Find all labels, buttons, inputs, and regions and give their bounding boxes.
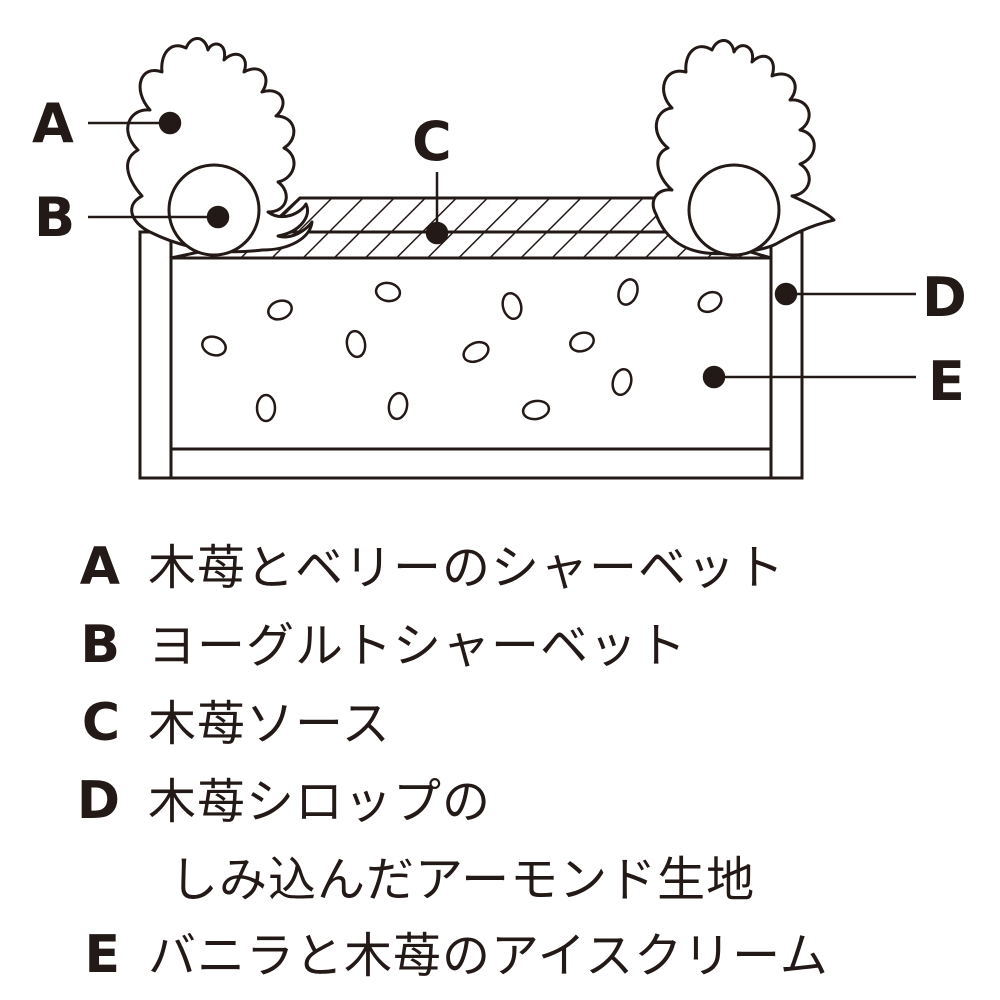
legend-item-a: A 木苺とベリーのシャーベット [0,528,1000,606]
legend-item-d: D 木苺シロップの [0,762,1000,840]
ice-cream-layer [201,278,723,423]
legend-letter: C [81,693,120,753]
legend-text: ヨーグルトシャーベット [148,618,688,674]
legend: A 木苺とベリーのシャーベット B ヨーグルトシャーベット C 木苺ソース D … [0,528,1000,994]
yogurt-sherbet-right [687,163,781,257]
dessert-cross-section-diagram: A B C D E [32,37,967,480]
leader-lines [88,111,916,389]
callout-c: C [412,110,452,173]
legend-text: 木苺シロップの [148,774,492,830]
legend-item-e: E バニラと木苺のアイスクリーム [0,916,1000,994]
legend-letter: B [80,615,120,675]
legend-letter: D [76,771,120,831]
legend-text: 木苺とベリーのシャーベット [148,540,786,596]
callout-e: E [928,350,965,413]
legend-text: 木苺ソース [148,696,391,752]
callout-b: B [34,186,75,249]
legend-letter: A [79,537,120,597]
legend-item-c: C 木苺ソース [0,684,1000,762]
legend-item-b: B ヨーグルトシャーベット [0,606,1000,684]
legend-text: しみ込んだアーモンド生地 [170,852,756,908]
callout-d: D [922,266,967,329]
legend-item-d-continued: しみ込んだアーモンド生地 [0,840,1000,916]
callout-a: A [32,92,74,155]
legend-letter: E [84,925,120,985]
legend-text: バニラと木苺のアイスクリーム [148,928,829,984]
